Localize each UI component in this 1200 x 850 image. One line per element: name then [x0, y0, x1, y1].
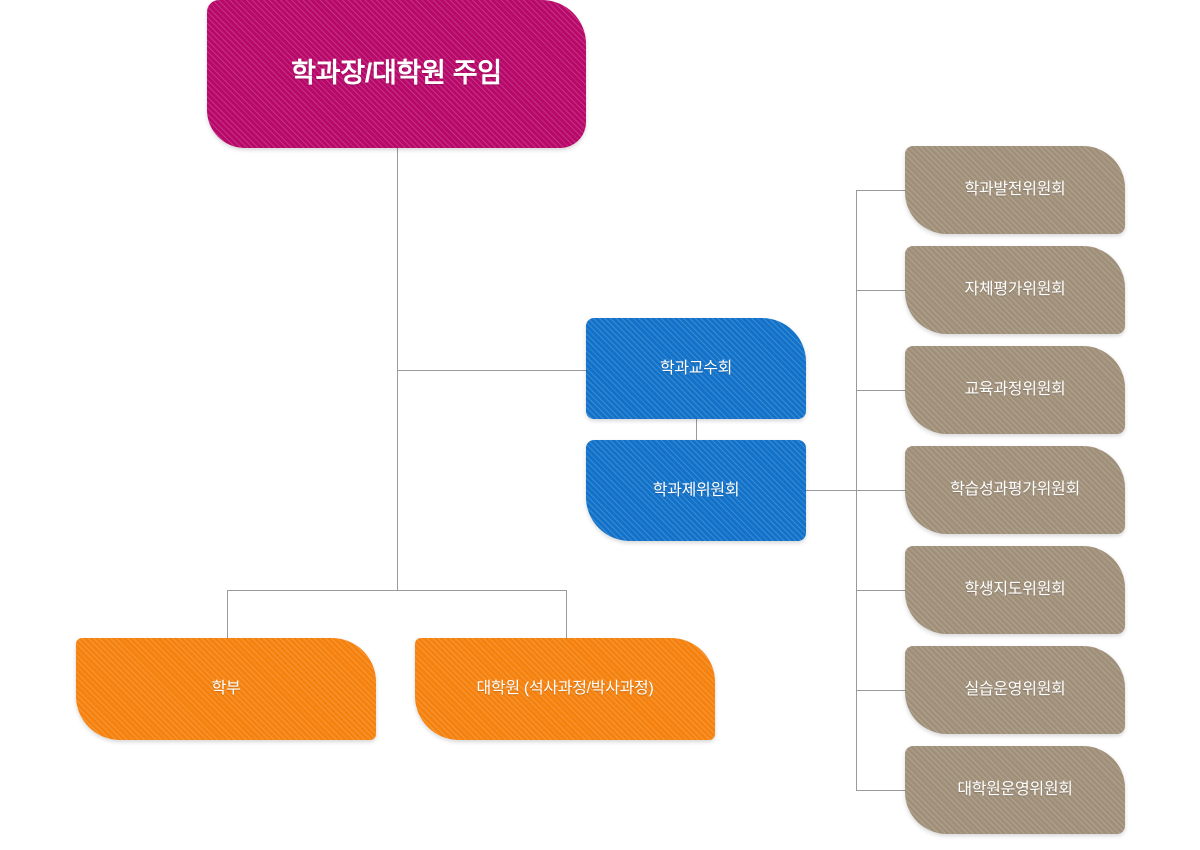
- connector-root-to-faculty-council: [397, 370, 586, 371]
- node-department-committees-council-label: 학과제위원회: [652, 481, 740, 499]
- connector-bus-to-graduate: [566, 590, 567, 639]
- connector-committee-stub-5: [856, 590, 906, 591]
- node-committee-practicum-operation-label: 실습운영위원회: [964, 681, 1066, 698]
- node-committee-department-development[interactable]: 학과발전위원회: [905, 146, 1125, 234]
- node-undergraduate-program[interactable]: 학부: [76, 638, 376, 740]
- connector-committee-council-to-committees-trunk: [806, 490, 857, 491]
- connector-committee-stub-2: [856, 290, 906, 291]
- connector-committee-stub-3: [856, 390, 906, 391]
- connector-committee-stub-4: [856, 490, 906, 491]
- node-committee-curriculum-label: 교육과정위원회: [964, 381, 1066, 398]
- node-committee-practicum-operation[interactable]: 실습운영위원회: [905, 646, 1125, 734]
- node-committee-student-guidance-label: 학생지도위원회: [964, 581, 1066, 598]
- node-undergraduate-program-label: 학부: [211, 680, 241, 697]
- node-graduate-program[interactable]: 대학원 (석사과정/박사과정): [415, 638, 715, 740]
- connector-root-trunk: [397, 148, 398, 591]
- node-committee-self-evaluation-label: 자체평가위원회: [964, 281, 1066, 298]
- connector-committee-stub-1: [856, 190, 906, 191]
- node-graduate-program-label: 대학원 (석사과정/박사과정): [476, 680, 654, 697]
- connector-committee-stub-6: [856, 690, 906, 691]
- connector-bus-to-undergraduate: [227, 590, 228, 639]
- node-faculty-council-label: 학과교수회: [659, 359, 733, 377]
- node-committee-student-guidance[interactable]: 학생지도위원회: [905, 546, 1125, 634]
- connector-committee-stub-7: [856, 790, 906, 791]
- node-department-head-label: 학과장/대학원 주임: [291, 58, 502, 89]
- node-committee-curriculum[interactable]: 교육과정위원회: [905, 346, 1125, 434]
- node-committee-graduate-school-operation-label: 대학원운영위원회: [957, 781, 1073, 798]
- connector-programs-bus: [227, 590, 567, 591]
- node-committee-learning-outcomes-evaluation[interactable]: 학습성과평가위원회: [905, 446, 1125, 534]
- connector-faculty-council-to-committee-council: [696, 418, 697, 442]
- node-committee-self-evaluation[interactable]: 자체평가위원회: [905, 246, 1125, 334]
- node-committee-department-development-label: 학과발전위원회: [964, 181, 1066, 198]
- node-department-committees-council[interactable]: 학과제위원회: [586, 440, 806, 541]
- node-department-head[interactable]: 학과장/대학원 주임: [207, 0, 586, 148]
- node-committee-graduate-school-operation[interactable]: 대학원운영위원회: [905, 746, 1125, 834]
- node-committee-learning-outcomes-evaluation-label: 학습성과평가위원회: [950, 481, 1080, 498]
- node-faculty-council[interactable]: 학과교수회: [586, 318, 806, 419]
